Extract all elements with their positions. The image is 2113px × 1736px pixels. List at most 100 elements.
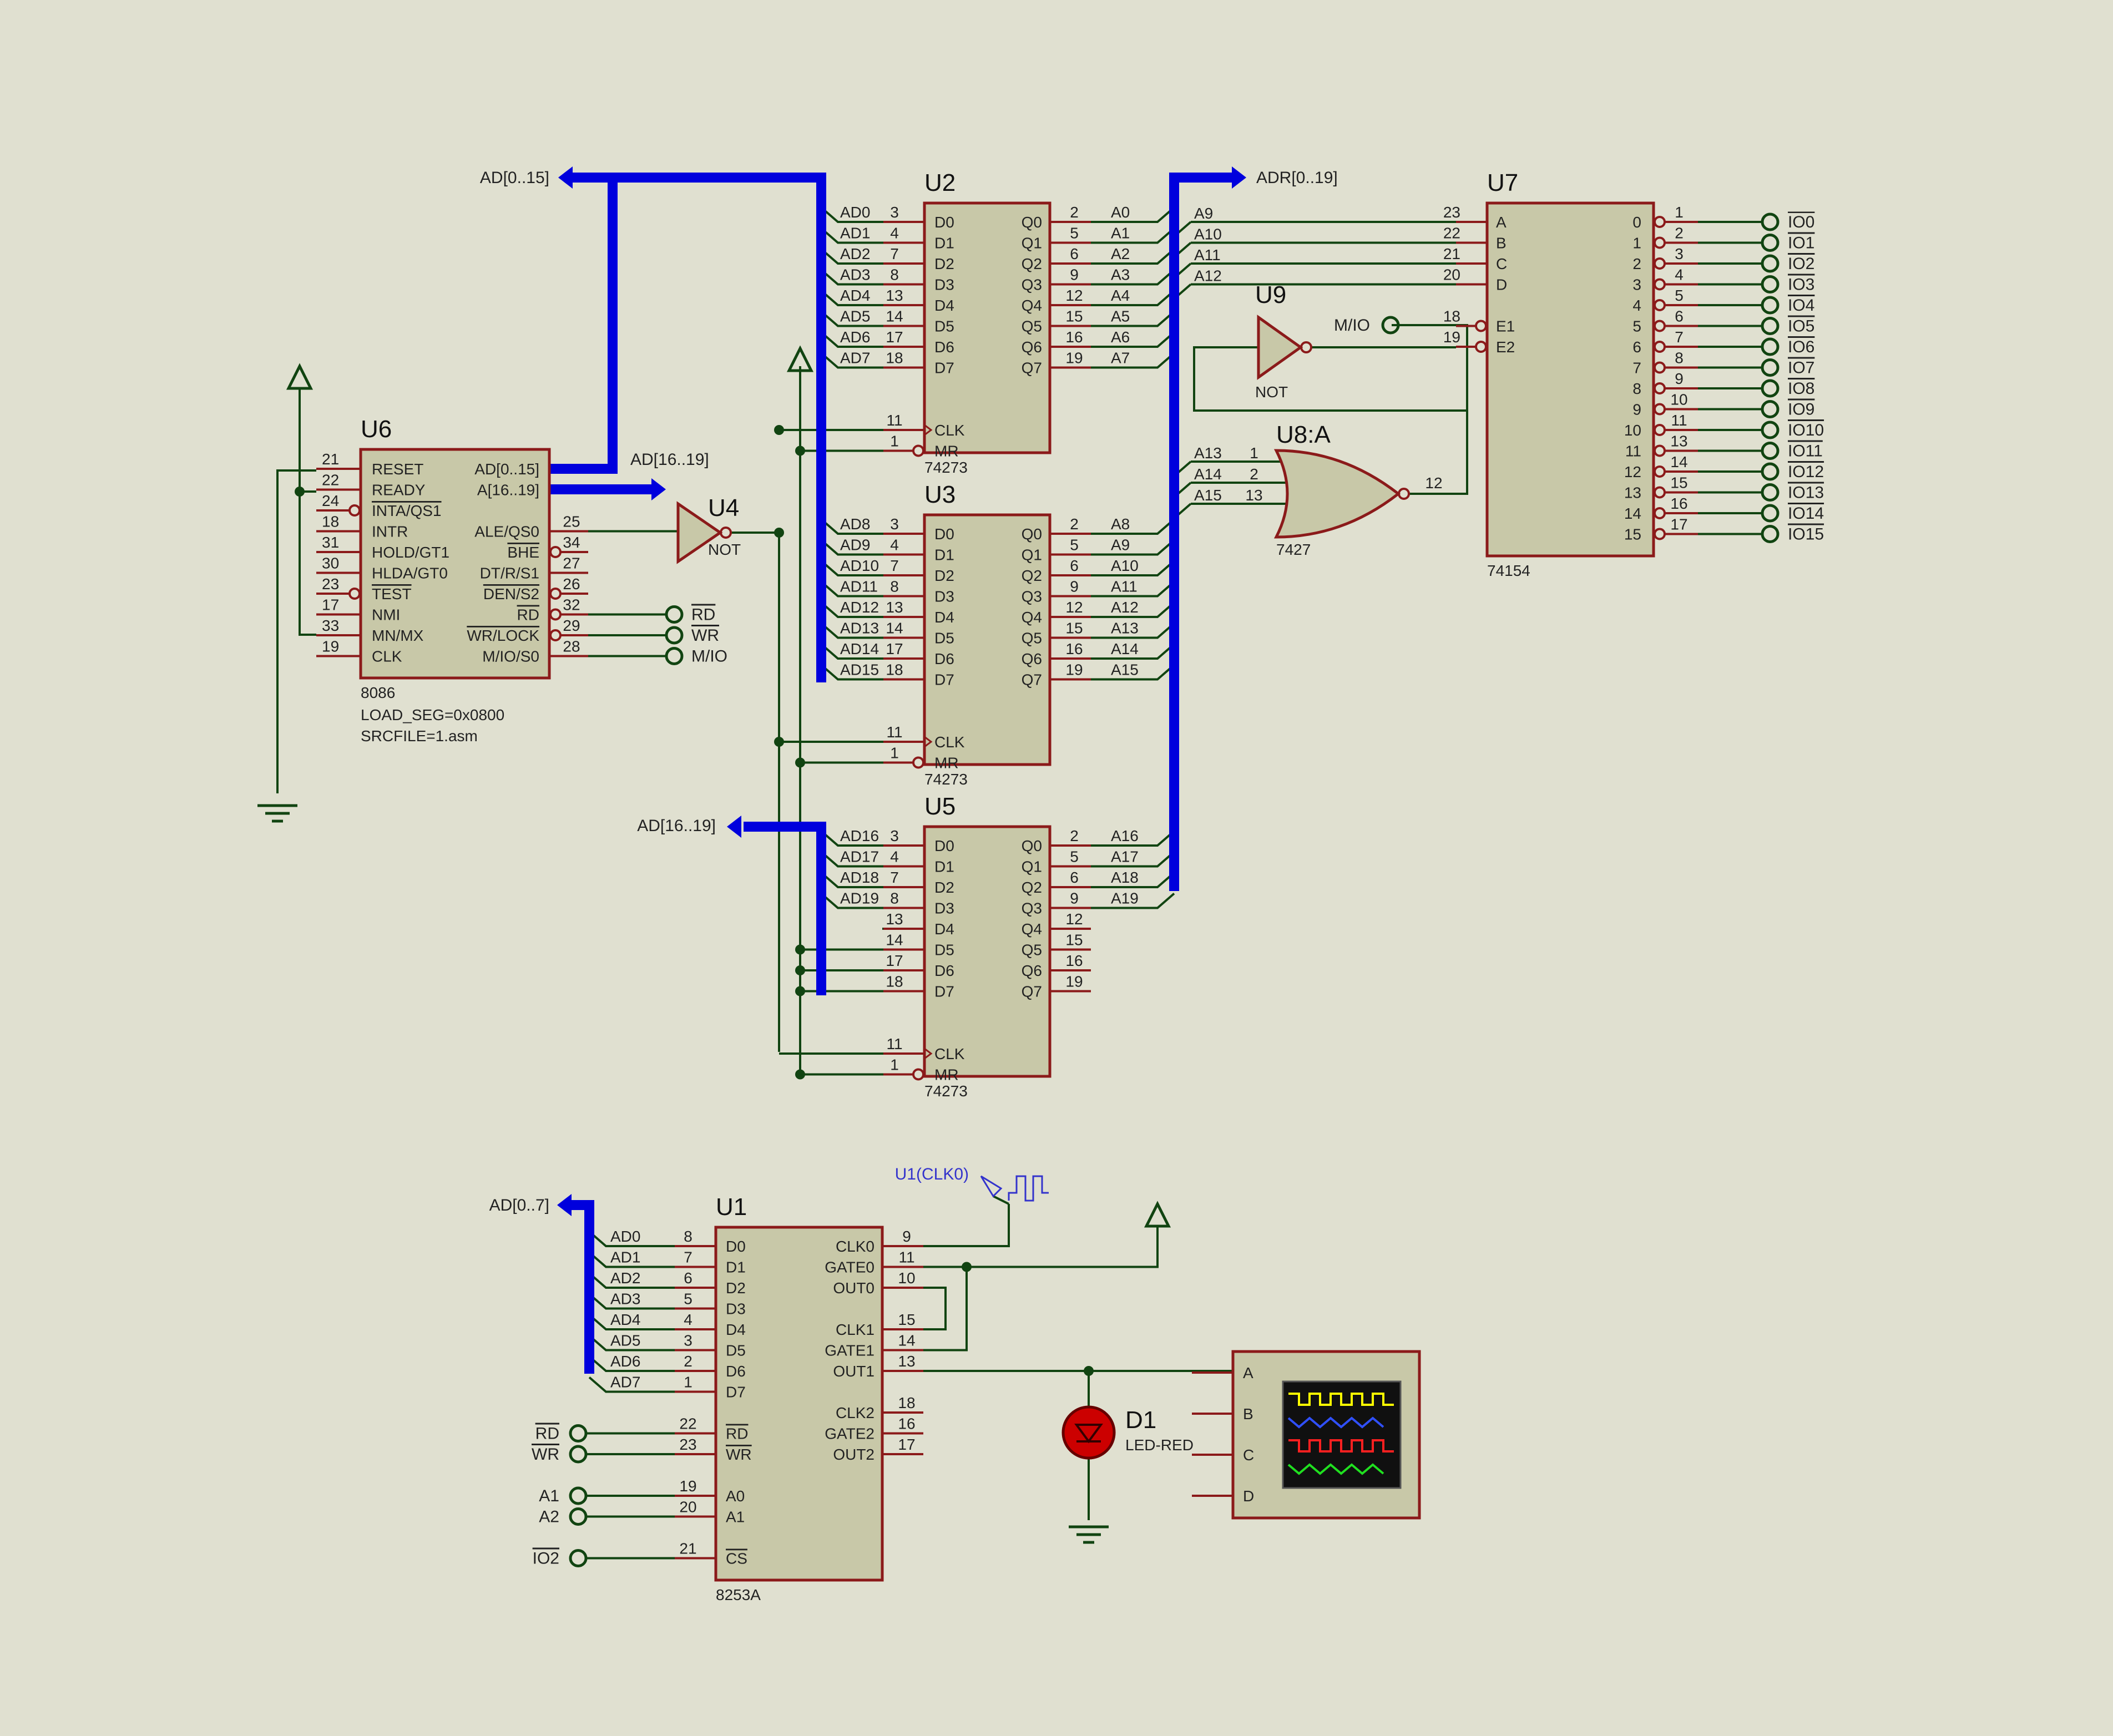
pin-num-u6: 32 (563, 596, 580, 614)
pin-num: 2 (1070, 515, 1079, 533)
bus-entry (820, 269, 883, 286)
terminal-io-15[interactable] (1761, 525, 1780, 543)
net-label: A13 (1194, 444, 1222, 462)
pin-name: D1 (934, 235, 954, 252)
chip-ref-u5: U5 (924, 793, 956, 820)
terminal-io-3[interactable] (1761, 275, 1780, 293)
pin-num: 17 (1670, 516, 1687, 533)
bus-entry (820, 892, 883, 909)
inversion-bubble (1654, 528, 1666, 540)
net-label-io: IO14 (1788, 504, 1824, 523)
chip-u6[interactable] (359, 448, 551, 680)
net-label: AD7 (610, 1374, 640, 1391)
chip-u2[interactable] (923, 201, 1052, 454)
pin-num: 20 (1443, 266, 1460, 284)
pin-name: D6 (726, 1363, 746, 1380)
net-label: AD1 (610, 1249, 640, 1266)
terminal-io-9[interactable] (1761, 400, 1780, 418)
chip-u3[interactable] (923, 513, 1052, 766)
scope-trace (1287, 1463, 1384, 1475)
scope-channel-label: C (1243, 1446, 1254, 1464)
pin-name: D7 (934, 671, 954, 689)
gate-u9[interactable] (1257, 315, 1303, 380)
terminal-io-0[interactable] (1761, 212, 1780, 231)
terminal-io-14[interactable] (1761, 504, 1780, 523)
bus-entry (1091, 664, 1175, 681)
terminal-io-7[interactable] (1761, 358, 1780, 377)
wire (923, 1204, 1010, 1247)
terminal-u6-1[interactable] (665, 626, 684, 645)
pin-name-u6: AD[0..15] (474, 460, 539, 478)
terminal-u9-mio[interactable] (1381, 316, 1400, 335)
net-label: AD8 (840, 515, 870, 533)
pin-num: 5 (684, 1290, 692, 1308)
terminal-u1-3[interactable] (569, 1507, 588, 1526)
wire (993, 1195, 1009, 1205)
terminal-io-2[interactable] (1761, 254, 1780, 273)
terminal-io-13[interactable] (1761, 483, 1780, 502)
terminal-u1-0[interactable] (569, 1424, 588, 1443)
terminal-u6-2[interactable] (665, 647, 684, 665)
chip-u1[interactable] (714, 1226, 884, 1582)
pin-name: CS (726, 1550, 747, 1567)
pin-name: Q6 (1022, 962, 1042, 979)
net-label: AD11 (840, 578, 878, 595)
net-label: AD0 (610, 1228, 640, 1245)
led-d1-icon[interactable] (1061, 1405, 1116, 1460)
terminal-io-10[interactable] (1761, 421, 1780, 439)
chip-u7[interactable] (1485, 201, 1655, 558)
pin-num: 5 (1070, 225, 1079, 242)
terminal-u1-1[interactable] (569, 1445, 588, 1464)
pin-name: MR (934, 755, 959, 772)
bus-entry (820, 352, 883, 369)
pin-name: Q5 (1022, 630, 1042, 647)
chip-u5[interactable] (923, 825, 1052, 1078)
terminal-io-8[interactable] (1761, 379, 1780, 398)
scope-trace (1288, 1439, 1394, 1452)
terminal-io-4[interactable] (1761, 296, 1780, 315)
bus-ad-0-7 (572, 1200, 594, 1374)
pin-name: MR (934, 443, 959, 460)
bus-entry (1091, 269, 1175, 286)
terminal-io-5[interactable] (1761, 317, 1780, 335)
wire (1193, 324, 1468, 412)
chip-part-u3: 74273 (924, 771, 968, 788)
pin-name-u6: INTA/QS1 (372, 502, 442, 519)
led-part: LED-RED (1125, 1436, 1194, 1454)
gate-u4[interactable] (676, 501, 723, 564)
pin-name: D2 (726, 1279, 746, 1297)
junction-dot (795, 1069, 805, 1080)
terminal-u1-4[interactable] (569, 1549, 588, 1567)
pin-name-u6: HOLD/GT1 (372, 544, 449, 561)
pin-name: CLK (934, 422, 965, 439)
pin-name: D4 (934, 609, 954, 626)
net-label-io: IO2 (1788, 255, 1814, 273)
net-label: AD3 (840, 266, 870, 284)
pin-num: 13 (886, 599, 903, 616)
terminal-io-11[interactable] (1761, 442, 1780, 460)
net-label: AD10 (840, 557, 879, 574)
pin-name: Q3 (1022, 276, 1042, 293)
pin-num: 9 (1675, 370, 1684, 387)
pin-num: 15 (1065, 620, 1083, 637)
terminal-io-1[interactable] (1761, 234, 1780, 252)
probe-icon[interactable] (980, 1175, 1003, 1198)
gate-u8[interactable] (1273, 449, 1401, 539)
terminal-u6-0[interactable] (665, 605, 684, 624)
terminal-u1-2[interactable] (569, 1486, 588, 1505)
pin-num: 23 (679, 1436, 696, 1453)
pin-name: D4 (934, 920, 954, 938)
pin-num: 16 (1065, 952, 1083, 969)
pin-num: 19 (679, 1477, 696, 1495)
terminal-io-12[interactable] (1761, 462, 1780, 481)
pin-num: 14 (886, 308, 903, 325)
terminal-io-6[interactable] (1761, 337, 1780, 356)
gate-ref-u4: U4 (708, 494, 739, 522)
pin-num: 8 (890, 890, 899, 907)
bus-label-ad-0-15: AD[0..15] (480, 169, 549, 187)
pin-name: C (1496, 255, 1507, 272)
pin-name: Q3 (1022, 900, 1042, 917)
pin-num-u6: 22 (322, 472, 339, 489)
net-label: AD9 (840, 537, 870, 554)
pin-num: 18 (886, 973, 903, 990)
